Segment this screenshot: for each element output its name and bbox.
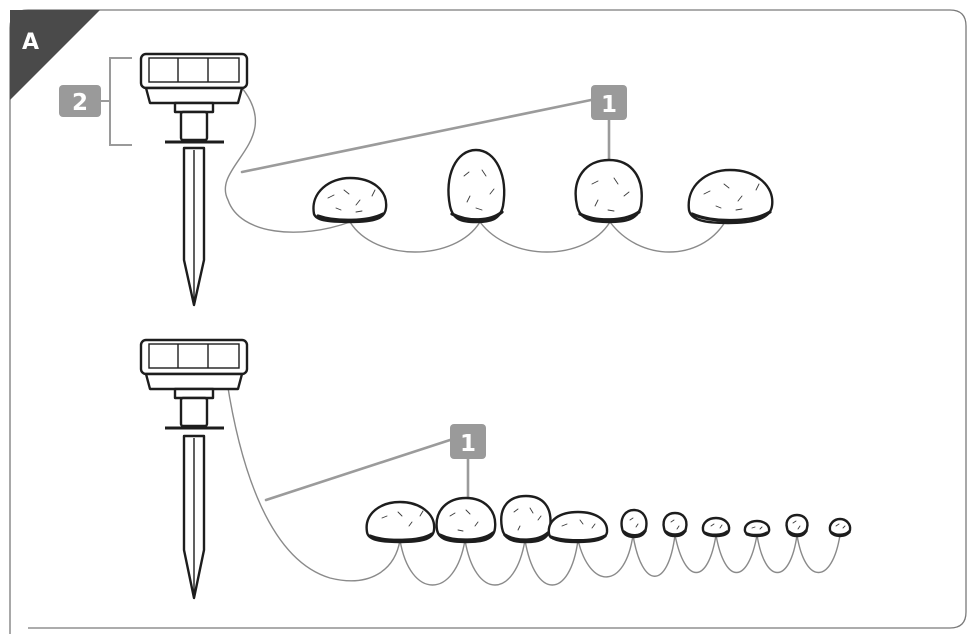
callout-number-1-top: 1	[601, 92, 617, 118]
stone-light-bottom-5	[620, 508, 648, 539]
solar-unit-bottom	[139, 338, 249, 430]
callout-badge-1-bottom	[450, 424, 486, 459]
callout-number-1-bottom: 1	[460, 431, 476, 457]
bottom-supply-cable	[225, 374, 401, 582]
top-string-wire	[349, 220, 726, 253]
stone-light-bottom-8	[743, 519, 771, 538]
stone-light-top-3	[574, 158, 643, 224]
top-leader-line-a	[240, 98, 593, 174]
stone-light-bottom-4	[547, 510, 609, 544]
panel-tab	[10, 10, 100, 100]
stone-light-bottom-3	[500, 494, 552, 544]
stone-light-bottom-2	[435, 496, 497, 544]
ground-stake-bottom	[182, 434, 206, 600]
stone-light-bottom-1	[365, 500, 436, 544]
stone-light-bottom-10	[828, 517, 852, 538]
stone-light-top-2	[447, 148, 506, 224]
ground-stake-top	[182, 146, 206, 307]
top-supply-cable	[224, 81, 351, 233]
stone-light-bottom-6	[662, 511, 688, 538]
solar-unit-top	[139, 52, 249, 144]
bottom-leader-line-a	[264, 438, 452, 502]
stone-light-bottom-9	[785, 513, 809, 538]
callout-badge-2	[59, 85, 101, 117]
callout-number-2: 2	[72, 90, 88, 116]
stone-light-top-4	[687, 168, 774, 225]
stone-light-top-1	[312, 176, 388, 224]
bottom-string-wire	[399, 534, 841, 586]
stone-light-bottom-7	[701, 516, 731, 538]
solar-unit-bracket	[101, 57, 132, 146]
callout-badge-1-top	[591, 85, 627, 120]
panel-label: A	[22, 30, 39, 55]
